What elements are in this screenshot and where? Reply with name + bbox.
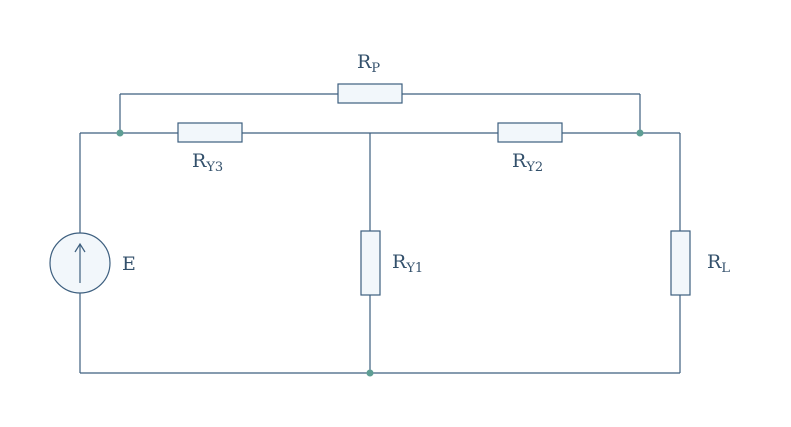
label-rl: RL — [707, 251, 730, 276]
label-rp-sub: P — [371, 61, 380, 76]
label-rl-sub: L — [721, 261, 730, 276]
label-ry3: RY3 — [192, 150, 223, 175]
label-ry2: RY2 — [512, 150, 543, 175]
label-ry3-sub: Y3 — [205, 160, 223, 175]
label-ry1-main: R — [392, 251, 407, 273]
source-arrow-head-icon — [74, 242, 86, 253]
label-rp-main: R — [357, 51, 372, 73]
voltage-source — [49, 232, 111, 294]
label-ry2-main: R — [512, 150, 527, 172]
resistor-ry3 — [177, 122, 243, 143]
label-ry1: RY1 — [392, 251, 423, 276]
resistor-rl — [670, 230, 691, 296]
label-ry3-main: R — [192, 150, 207, 172]
label-rp: RP — [357, 51, 380, 76]
label-ry1-sub: Y1 — [405, 261, 423, 276]
resistor-ry1 — [360, 230, 381, 296]
label-e: E — [122, 253, 136, 275]
resistor-ry2 — [497, 122, 563, 143]
wires — [79, 93, 681, 374]
label-rl-main: R — [707, 251, 722, 273]
resistor-rp — [337, 83, 403, 104]
junction-node-bottom — [366, 369, 374, 377]
junction-node-right — [636, 129, 644, 137]
label-ry2-sub: Y2 — [525, 160, 543, 175]
junction-node-left — [116, 129, 124, 137]
